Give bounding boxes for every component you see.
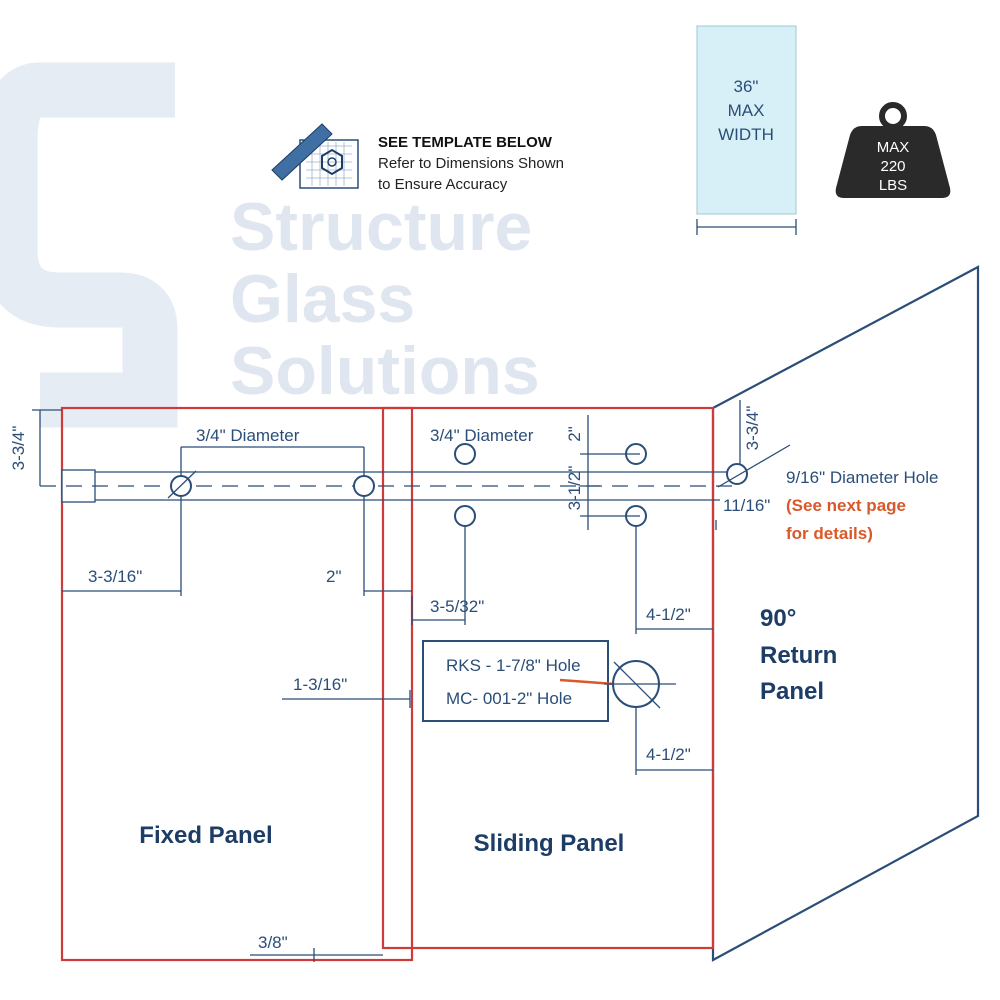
- sliding-panel-label: Sliding Panel: [474, 830, 625, 857]
- dim-1-3-16: 1-3/16": [293, 675, 347, 694]
- dim-diameter-left: 3/4" Diameter: [196, 426, 300, 445]
- template-line-1: Refer to Dimensions Shown: [378, 155, 564, 172]
- dim-3-3-16: 3-3/16": [88, 567, 142, 586]
- dim-2: 2": [326, 567, 342, 586]
- fixed-hole-right: [353, 475, 375, 497]
- handle-line-2: MC- 001-2" Hole: [446, 689, 572, 708]
- template-ruler-icon: [271, 123, 359, 189]
- note-line-1: (See next page: [786, 496, 906, 515]
- handle-line-1: RKS - 1-7/8" Hole: [446, 656, 581, 675]
- watermark: Structure Glass Solutions: [0, 62, 540, 428]
- dim-v-2: 2": [565, 426, 584, 442]
- fixed-panel-label: Fixed Panel: [139, 822, 272, 849]
- return-hole: [726, 463, 748, 485]
- return-panel-line-3: Panel: [760, 678, 824, 705]
- sliding-panel: [381, 406, 715, 950]
- note-line-2: for details): [786, 524, 873, 543]
- rail: [40, 469, 740, 503]
- dim-4-1-2-top: 4-1/2": [646, 605, 691, 624]
- max-width-glass: 36" MAX WIDTH: [696, 25, 797, 235]
- max-width-width: WIDTH: [718, 125, 774, 144]
- fixed-panel: [60, 406, 414, 962]
- watermark-line-2: Glass: [230, 261, 415, 337]
- return-panel: [711, 265, 980, 962]
- dim-v-3-1-2: 3-1/2": [565, 466, 584, 511]
- sliding-hole-3: [454, 505, 476, 527]
- sliding-hole-1: [454, 443, 476, 465]
- template-line-2: to Ensure Accuracy: [378, 176, 508, 193]
- watermark-line-1: Structure: [230, 189, 532, 265]
- dim-3-5-32: 3-5/32": [430, 597, 484, 616]
- template-title: SEE TEMPLATE BELOW: [378, 134, 553, 151]
- dim-4-1-2-bottom: 4-1/2": [646, 745, 691, 764]
- dim-top-offset: 3-3/4": [9, 426, 28, 471]
- weight-max: MAX: [877, 139, 910, 156]
- max-width-max: MAX: [728, 101, 765, 120]
- weight-unit: LBS: [879, 177, 907, 194]
- dim-diameter-center: 3/4" Diameter: [430, 426, 534, 445]
- return-panel-line-1: 90°: [760, 605, 796, 632]
- weight-icon: MAX 220 LBS: [835, 102, 951, 198]
- return-panel-line-2: Return: [760, 642, 837, 669]
- watermark-line-3: Solutions: [230, 333, 540, 409]
- dim-11-16: 11/16": [723, 496, 770, 515]
- dim-3-8: 3/8": [258, 933, 288, 952]
- dim-right-3-3-4: 3-3/4": [743, 406, 762, 451]
- weight-value: 220: [880, 158, 905, 175]
- watermark-logo-s: [0, 62, 178, 428]
- max-width-value: 36": [734, 77, 759, 96]
- dim-hole-9-16: 9/16" Diameter Hole: [786, 468, 939, 487]
